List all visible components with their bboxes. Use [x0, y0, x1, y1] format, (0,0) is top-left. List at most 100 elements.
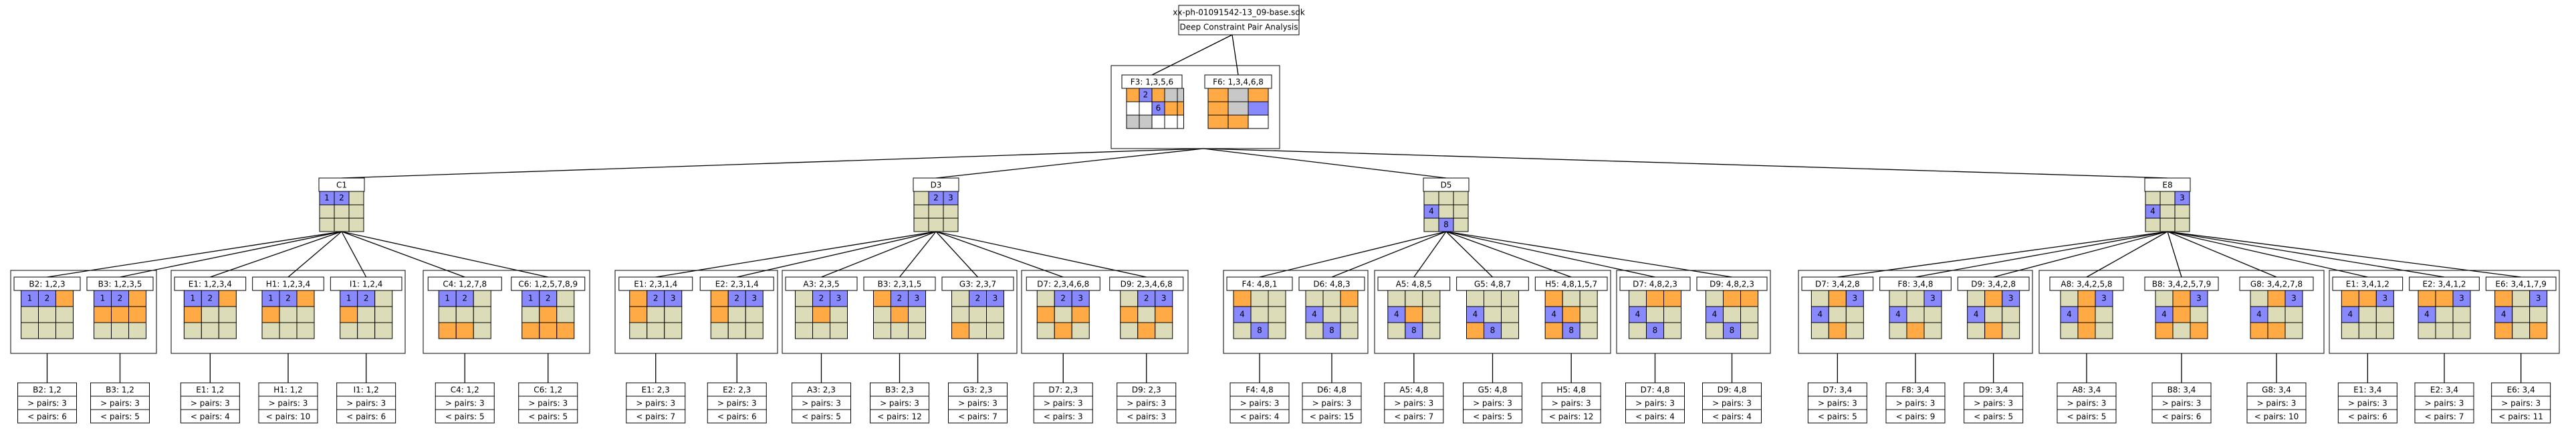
summary-count: < pairs: 9	[1896, 412, 1936, 422]
grid-cell	[2095, 322, 2113, 339]
grid-cell	[539, 290, 558, 307]
grid-cell	[745, 290, 764, 307]
candidate-node-label: C4: 1,2,7,8	[443, 280, 487, 289]
cell-grid: 34	[2250, 290, 2303, 339]
summary-count-box	[2337, 409, 2397, 424]
grid-cell	[1054, 306, 1072, 323]
summary-pairs: > pairs: 3	[1312, 399, 1352, 408]
summary-count: < pairs: 3	[1127, 412, 1166, 422]
edge-line	[120, 231, 342, 278]
edge-line	[1232, 34, 1239, 76]
cell-grid: 48	[1706, 290, 1758, 339]
grid-cell	[1663, 306, 1681, 323]
grid-cell	[218, 306, 237, 323]
cell-number: 2	[734, 294, 739, 303]
grid-cell	[1828, 322, 1847, 339]
grid-cell	[319, 204, 335, 219]
grid-cell	[21, 306, 39, 323]
summary-name: G5: 4,8	[1478, 385, 1508, 395]
grid-cell	[1906, 322, 1925, 339]
grid-cell	[279, 322, 298, 339]
grid-cell	[1501, 322, 1519, 339]
edge-line	[1203, 148, 2168, 179]
grid-cell	[1207, 88, 1229, 102]
grid-cell	[1889, 322, 1907, 339]
summary-name: B8: 3,4	[2168, 385, 2196, 395]
cell-number: 2	[1144, 294, 1149, 303]
cell-number: 4	[2424, 310, 2430, 319]
grid-cell	[1207, 101, 1229, 116]
candidate-node-label: D7: 2,3,4,6,8	[1037, 280, 1089, 289]
grid-cell	[873, 306, 891, 323]
grid-cell	[2341, 306, 2359, 323]
grid-cell	[2172, 306, 2191, 323]
cell-number: 3	[2196, 294, 2202, 303]
cell-number: 8	[1568, 326, 1574, 335]
grid-cell	[1646, 290, 1664, 307]
summary-count: < pairs: 12	[877, 412, 922, 422]
grid-cell	[928, 204, 944, 219]
cell-number: 1	[27, 294, 33, 303]
grid-cell	[1268, 290, 1286, 307]
cell-number: 2	[208, 294, 213, 303]
grid-cell	[1629, 290, 1647, 307]
grid-cell	[340, 322, 358, 339]
cell-number: 2	[819, 294, 824, 303]
candidate-node-label: D9: 3,4,2,8	[1971, 280, 2016, 289]
grid-cell	[1405, 290, 1423, 307]
cell-number: 2	[1143, 90, 1149, 100]
root-title-box	[1178, 19, 1300, 35]
cell-number: 1	[445, 294, 450, 303]
summary-count-box	[2414, 409, 2474, 424]
summary-count: < pairs: 7	[1394, 412, 1433, 422]
grid-cell	[296, 306, 315, 323]
grid-cell	[2155, 322, 2174, 339]
grid-cell	[473, 322, 491, 339]
grid-cell	[1305, 290, 1324, 307]
grid-cell	[539, 306, 558, 323]
candidate-node-label: G8: 3,4,2,7,8	[2250, 280, 2303, 289]
grid-cell	[2512, 306, 2531, 323]
summary-count-box	[336, 409, 396, 424]
cell-grid: 34	[2494, 290, 2548, 339]
grid-cell	[2435, 306, 2454, 323]
summary-pairs: > pairs: 3	[1896, 399, 1936, 408]
cell-number: 8	[1329, 326, 1334, 335]
summary-count-box	[792, 409, 851, 424]
summary-count-box	[2246, 409, 2307, 424]
grid-cell	[2358, 290, 2377, 307]
cell-grid: 48	[1544, 290, 1598, 339]
grid-cell	[1828, 290, 1847, 307]
edge-line	[1445, 231, 1493, 278]
cell-number: 4	[1240, 310, 1245, 319]
grid-cell	[812, 290, 830, 307]
summary-pairs: > pairs: 3	[1044, 399, 1083, 408]
grid-cell	[2418, 306, 2436, 323]
grid-cell	[795, 290, 813, 307]
grid-cell	[1268, 322, 1286, 339]
grid-cell	[1706, 290, 1724, 307]
candidate-node-label: F4: 4,8,1	[1242, 280, 1278, 289]
summary-count: < pairs: 12	[1549, 412, 1594, 422]
grid-cell	[201, 306, 219, 323]
grid-cell	[1071, 306, 1090, 323]
grid-cell	[1984, 306, 2003, 323]
cell-number: 2	[653, 294, 659, 303]
grid-cell	[908, 290, 926, 307]
summary-count: < pairs: 5	[100, 412, 140, 422]
grid-cell	[1889, 290, 1907, 307]
grid-cell	[1155, 322, 1173, 339]
grid-cell	[1071, 290, 1090, 307]
summary-name: D7: 3,4	[1823, 385, 1852, 395]
edge-line	[2167, 231, 2445, 278]
grid-cell	[2341, 290, 2359, 307]
summary-name: B3: 2,3	[885, 385, 914, 395]
grid-cell	[2267, 306, 2286, 323]
cell-number: 3	[751, 294, 757, 303]
summary-name: C4: 1,2	[451, 385, 479, 395]
grid-cell	[556, 322, 575, 339]
grid-cell	[1967, 322, 1986, 339]
